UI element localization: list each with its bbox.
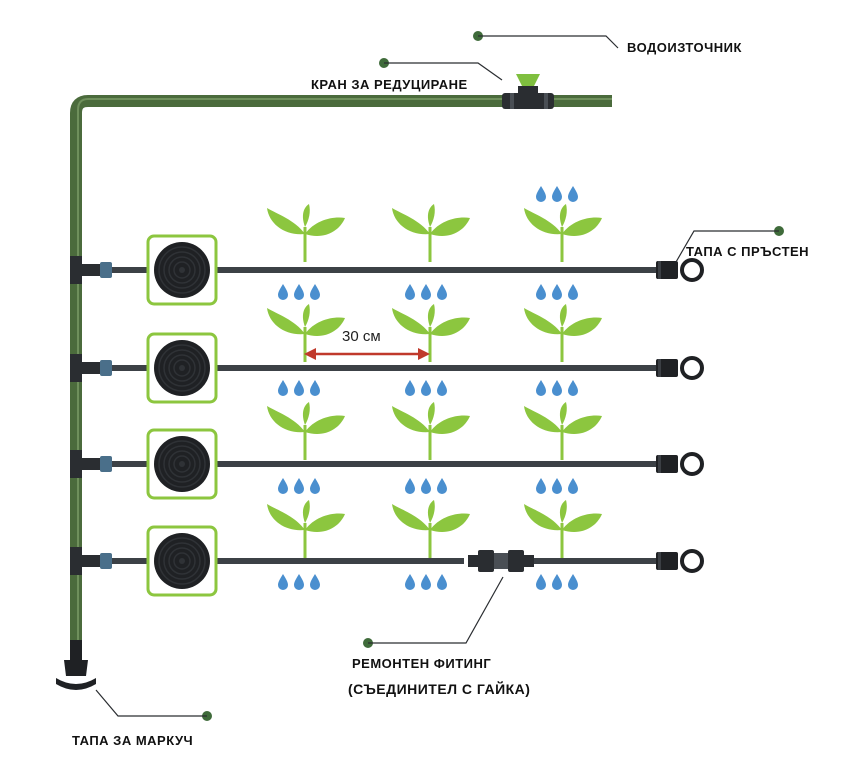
reducing-valve-icon (502, 74, 554, 109)
drip-line-2 (70, 332, 704, 404)
label-reducing-valve: КРАН ЗА РЕДУЦИРАНЕ (311, 77, 468, 92)
callout-water-source (473, 31, 619, 49)
hose-cap-icon (56, 640, 96, 690)
callout-hose-cap (95, 689, 212, 721)
callout-repair-fitting (363, 576, 504, 648)
callout-reducing-valve (379, 58, 503, 81)
label-repair-fitting-sub: (СЪЕДИНИТЕЛ С ГАЙКА) (348, 681, 531, 697)
drip-line-4 (70, 525, 704, 597)
label-repair-fitting: РЕМОНТЕН ФИТИНГ (352, 656, 492, 671)
label-spacing: 30 см (342, 328, 381, 345)
repair-fitting-icon (464, 550, 534, 572)
label-water-source: ВОДОИЗТОЧНИК (627, 40, 742, 55)
drip-line-1 (70, 234, 704, 306)
callout-end-cap (675, 226, 784, 263)
spacing-arrow (304, 348, 430, 360)
plants (265, 202, 604, 560)
drip-line-3 (70, 428, 704, 500)
label-hose-cap: ТАПА ЗА МАРКУЧ (72, 733, 194, 748)
label-end-cap-ring: ТАПА С ПРЪСТЕН (686, 244, 810, 259)
